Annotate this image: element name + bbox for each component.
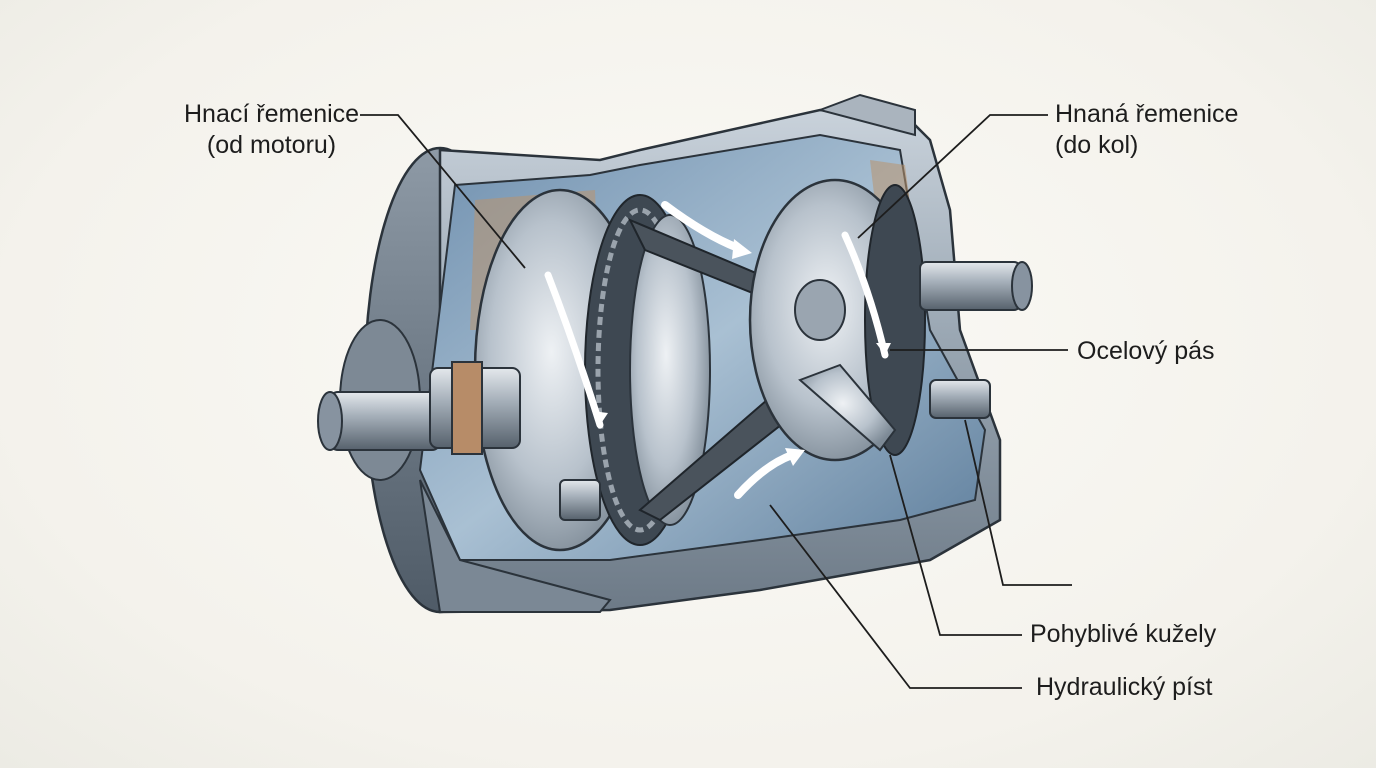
leader-lines [360,114,1072,689]
label-movable-cones: Pohyblivé kužely [1030,620,1217,648]
movable-cone-shape [559,363,991,521]
flow-arrows [661,201,805,499]
leader-unlabeled [964,419,1072,586]
leader-movable-cones [889,454,1022,636]
drive-pulley-line2: (od motoru) [206,131,337,159]
input-shaft [317,361,521,455]
driven-pulley-line1: Hnaná řemenice [1055,100,1239,128]
output-shaft [919,261,1033,311]
leader-hydraulic-piston [769,504,1022,689]
label-driven-pulley: Hnaná řemenice (do kol) [1055,99,1238,161]
driven-pulley [748,178,926,462]
drive-pulley [473,188,711,552]
label-steel-belt: Ocelový pás [1077,337,1215,365]
leader-drive-pulley [360,114,526,269]
drive-pulley-line1: Hnací řemenice [184,100,360,128]
driven-pulley-line2: (do kol) [1055,131,1139,159]
label-hydraulic-piston: Hydraulický píst [1036,673,1213,701]
label-drive-pulley: Hnací řemenice (od motoru) [184,99,359,161]
leader-driven-pulley [857,114,1048,239]
